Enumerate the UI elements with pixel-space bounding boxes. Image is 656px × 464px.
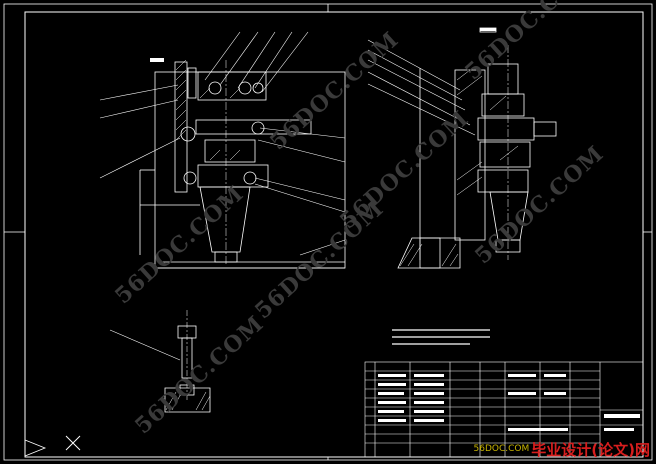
labels [150, 28, 496, 62]
main-hatching [175, 59, 241, 161]
detail-hatching [165, 391, 211, 411]
side-leaders [367, 39, 476, 136]
detail-view [164, 310, 211, 413]
center-marks [4, 4, 652, 460]
side-hatching [399, 69, 519, 267]
title-block-fills [378, 374, 640, 431]
detail-leader [109, 329, 181, 361]
tech-requirements [392, 329, 490, 345]
side-view [397, 27, 557, 269]
cut-mark [65, 435, 81, 451]
logo-title-text: 毕业设计(论文)网 [531, 440, 650, 459]
inner-frame [24, 11, 644, 458]
title-block [364, 361, 644, 458]
logo-site-text: 56DOC.COM [473, 444, 530, 454]
main-view [139, 60, 346, 269]
main-leaders [99, 31, 346, 256]
site-logo: 56DOC.COM 毕业设计(论文)网 [474, 436, 650, 462]
